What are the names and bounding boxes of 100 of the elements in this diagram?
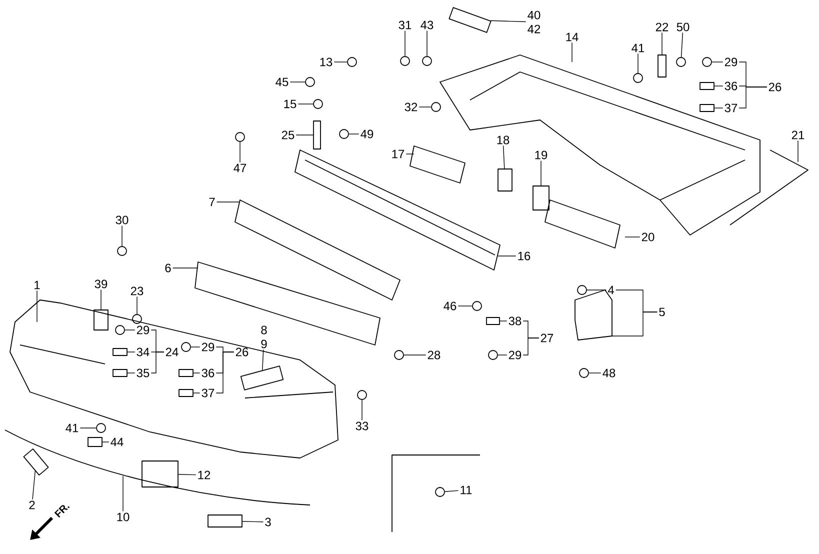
leader-line [32, 470, 36, 500]
leader-line [498, 354, 508, 356]
leader-line [404, 30, 406, 56]
part-picture [305, 77, 315, 87]
part-picture [702, 57, 712, 67]
callout-number: 30 [116, 216, 128, 224]
callout-number: 37 [724, 104, 738, 112]
leader-line [136, 296, 138, 314]
callout-number: 2 [29, 500, 35, 510]
callout-number: 29 [508, 350, 522, 360]
leader-line [680, 32, 684, 58]
part-picture [235, 132, 245, 142]
callout-number: 38 [508, 316, 522, 326]
part-picture [422, 56, 432, 66]
callout-number: 6 [165, 264, 171, 272]
part-picture [400, 56, 410, 66]
callout-number: 22 [656, 22, 668, 32]
callout-number: 3 [265, 518, 271, 526]
part-picture [178, 369, 194, 377]
callout-number: 7 [209, 198, 215, 206]
part-picture [112, 348, 128, 356]
bracket [738, 86, 768, 108]
callout-number: 5 [659, 308, 665, 316]
part-picture [208, 514, 242, 528]
part-picture [498, 168, 512, 192]
callout-number: 12 [198, 470, 210, 480]
part-picture [178, 389, 194, 397]
callout-number: 29 [136, 326, 150, 334]
part-picture [486, 317, 500, 325]
part-picture [700, 104, 714, 112]
callout-number: 4 [608, 286, 614, 294]
part-picture [94, 310, 108, 330]
callout-number: 31 [398, 20, 412, 30]
callout-number: 1 [34, 280, 40, 290]
part-picture [313, 120, 321, 150]
callout-number: 26 [236, 348, 248, 356]
leader-line [178, 474, 196, 476]
bracket [522, 338, 540, 356]
callout-number: 43 [420, 20, 434, 30]
leader-line [502, 145, 505, 169]
callout-number: 11 [460, 486, 472, 494]
callout-number: 50 [676, 22, 690, 32]
part-picture [394, 350, 404, 360]
part-picture [435, 487, 445, 497]
callout-number: 27 [540, 334, 554, 342]
part-picture [112, 369, 128, 377]
leader-line [122, 476, 124, 512]
leader-line [242, 521, 264, 522]
callout-number: 40 42 [528, 10, 540, 34]
leader-line [624, 236, 640, 238]
callout-number: 41 [632, 44, 644, 52]
leader-line [490, 20, 526, 22]
part-picture [676, 57, 686, 67]
callout-number: 39 [94, 280, 108, 288]
callout-number: 48 [602, 368, 616, 378]
part-picture [700, 82, 714, 90]
callout-number: 26 [768, 82, 782, 92]
leader-line [127, 372, 136, 374]
leader-line [193, 392, 200, 394]
part-picture [633, 73, 643, 83]
leader-line [296, 134, 314, 136]
leader-line [500, 320, 508, 322]
callout-number: 19 [535, 150, 548, 160]
part-picture [181, 342, 191, 352]
callout-number: 34 [136, 348, 150, 356]
bracket [216, 352, 234, 394]
callout-number: 17 [392, 150, 404, 158]
callout-number: 10 [117, 512, 130, 522]
callout-number: 28 [428, 350, 440, 360]
callout-number: 29 [724, 58, 738, 66]
callout-number: 41 [66, 424, 78, 432]
leader-line [418, 106, 432, 108]
callout-number: 29 [202, 342, 214, 352]
callout-number: 37 [202, 388, 214, 398]
part-picture [532, 186, 550, 210]
leader-line [193, 372, 200, 374]
callout-number: 15 [284, 100, 296, 108]
callout-number: 23 [130, 286, 144, 296]
part-picture [488, 350, 498, 360]
callout-number: 36 [724, 82, 738, 90]
callout-number: 20 [642, 232, 654, 242]
part-picture [23, 448, 49, 476]
leader-line [100, 289, 102, 310]
part-picture [579, 368, 589, 378]
part-picture [658, 54, 666, 78]
callout-number: 14 [566, 32, 578, 42]
callout-number: 36 [202, 368, 214, 378]
leader-line [426, 30, 428, 56]
callout-number: 24 [166, 348, 178, 356]
callout-number: 16 [518, 252, 530, 260]
part-picture [115, 325, 125, 335]
callout-number: 35 [136, 368, 150, 378]
callout-number: 13 [320, 58, 332, 66]
callout-number: 21 [792, 130, 804, 140]
part-picture [313, 99, 323, 109]
leader-line [540, 160, 542, 186]
part-picture [132, 314, 142, 324]
callout-number: 49 [360, 130, 374, 138]
part-picture [357, 390, 367, 400]
callout-number: 8 9 [261, 326, 267, 348]
